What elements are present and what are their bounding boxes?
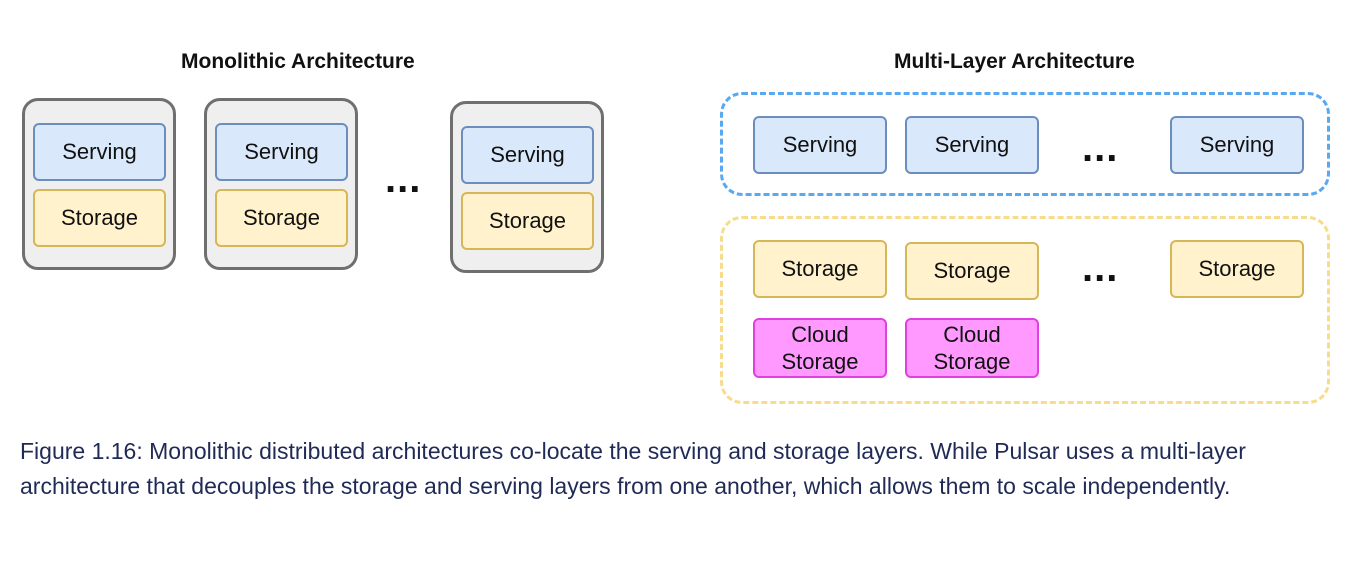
serving-box: Serving — [215, 123, 348, 181]
storage-box: Storage — [905, 242, 1039, 300]
figure-caption: Figure 1.16: Monolithic distributed arch… — [20, 434, 1340, 504]
storage-layer-ellipsis: ... — [1082, 246, 1119, 290]
storage-layer-group — [720, 216, 1330, 404]
storage-box: Storage — [33, 189, 166, 247]
storage-box: Storage — [753, 240, 887, 298]
storage-box: Storage — [215, 189, 348, 247]
figure-label: Figure 1.16 — [20, 438, 137, 464]
serving-layer-ellipsis: ... — [1082, 126, 1119, 170]
serving-box: Serving — [905, 116, 1039, 174]
monolithic-node-2: Serving Storage — [204, 98, 358, 270]
cloud-storage-box: Cloud Storage — [905, 318, 1039, 378]
caption-text: : Monolithic distributed architectures c… — [20, 438, 1246, 499]
cloud-storage-box: Cloud Storage — [753, 318, 887, 378]
monolithic-node-3: Serving Storage — [450, 101, 604, 273]
monolithic-ellipsis: ... — [385, 157, 422, 201]
storage-box: Storage — [461, 192, 594, 250]
serving-box: Serving — [33, 123, 166, 181]
storage-box: Storage — [1170, 240, 1304, 298]
monolithic-title: Monolithic Architecture — [181, 50, 415, 73]
serving-box: Serving — [461, 126, 594, 184]
multilayer-title: Multi-Layer Architecture — [894, 50, 1135, 73]
monolithic-node-1: Serving Storage — [22, 98, 176, 270]
serving-layer-group — [720, 92, 1330, 196]
serving-box: Serving — [753, 116, 887, 174]
serving-box: Serving — [1170, 116, 1304, 174]
